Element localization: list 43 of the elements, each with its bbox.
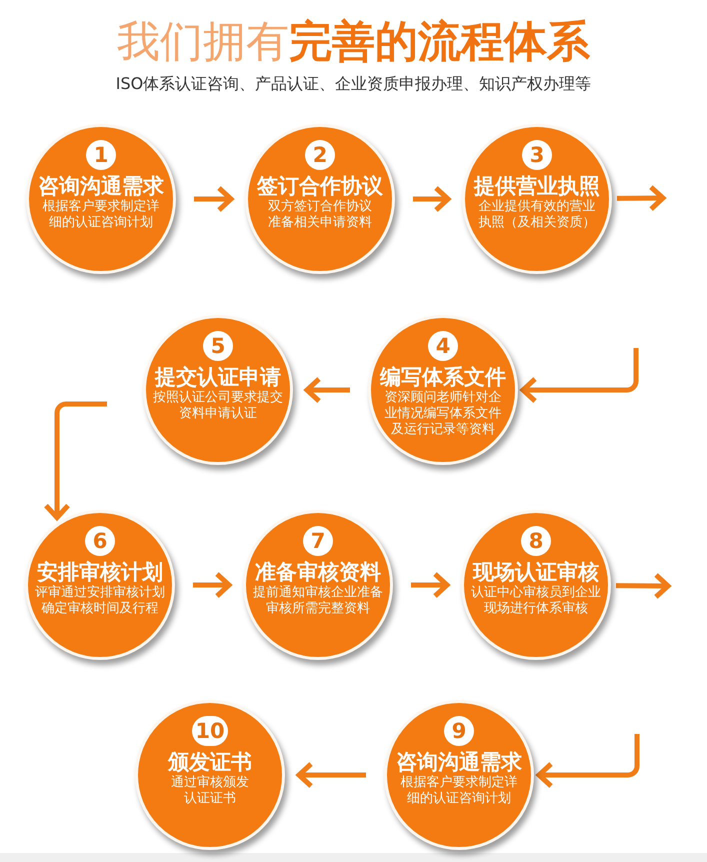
step-number: 9 [444, 716, 474, 746]
arrow [193, 572, 232, 598]
step-number: 10 [192, 716, 228, 746]
step-number: 1 [86, 140, 116, 170]
step-description: 按照认证公司要求提交资料申请认证 [152, 390, 284, 422]
step-number: 7 [303, 526, 333, 556]
step-number: 8 [521, 526, 551, 556]
arrow [616, 184, 666, 212]
step-description: 企业提供有效的营业执照（及相关资质） [478, 199, 596, 231]
step-description: 认证中心审核员到企业现场进行体系审核 [470, 585, 602, 617]
step-description: 评审通过安排审核计划确定审核时间及行程 [34, 585, 166, 617]
arrow [411, 572, 450, 598]
step-title: 编写体系文件 [380, 364, 506, 390]
step-title: 咨询沟通需求 [396, 749, 522, 775]
subtitle: ISO体系认证咨询、产品认证、企业资质申报办理、知识产权办理等 [116, 74, 592, 94]
arrow [194, 186, 234, 212]
step-description: 提前通知审核企业准备审核所需完整资料 [252, 585, 384, 617]
step-number: 6 [85, 526, 115, 556]
step-number: 3 [522, 140, 552, 170]
arrow [616, 572, 670, 600]
step-number: 5 [203, 331, 233, 361]
arrow [413, 186, 450, 212]
step-title: 咨询沟通需求 [38, 173, 164, 199]
step-number: 2 [305, 140, 335, 170]
step-description: 双方签订合作协议准备相关申请资料 [267, 199, 373, 231]
step-description: 根据客户要求制定详细的认证咨询计划 [400, 775, 518, 807]
step-number: 4 [428, 331, 458, 361]
arrow [304, 376, 350, 404]
step-title: 安排审核计划 [37, 559, 163, 585]
arrow [44, 402, 107, 520]
step-title: 提供营业执照 [474, 173, 600, 199]
arrow [520, 348, 638, 404]
title: 我们拥有完善的流程体系 [117, 16, 590, 68]
step-description: 根据客户要求制定详细的认证咨询计划 [42, 199, 160, 231]
arrow [296, 762, 366, 788]
step-title: 签订合作协议 [257, 173, 383, 199]
step-title: 准备审核资料 [255, 559, 381, 585]
step-title: 颁发证书 [168, 749, 252, 775]
step-description: 通过审核颁发认证证书 [170, 775, 250, 807]
step-title: 提交认证申请 [155, 364, 281, 390]
step-description: 资深顾问老师针对企业情况编写体系文件及运行记录等资料 [384, 390, 502, 438]
arrow [536, 734, 640, 788]
step-title: 现场认证审核 [473, 559, 599, 585]
